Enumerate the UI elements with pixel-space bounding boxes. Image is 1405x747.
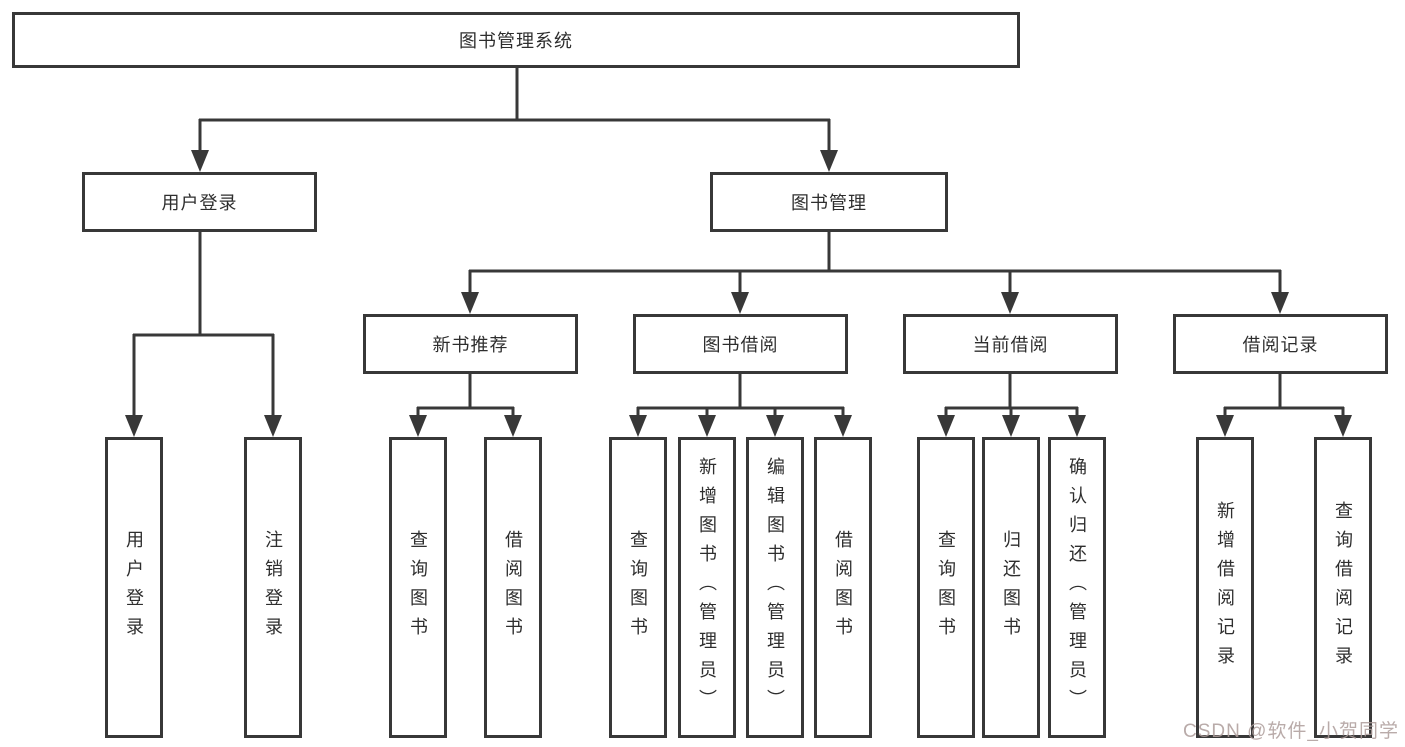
leaf-add-books-admin: 新增图书（管理员） xyxy=(678,437,736,738)
leaf-logout: 注销登录 xyxy=(244,437,302,738)
leaf-edit-books-admin: 编辑图书（管理员） xyxy=(746,437,804,738)
node-book-management: 图书管理 xyxy=(710,172,948,232)
node-borrow-records: 借阅记录 xyxy=(1173,314,1388,374)
node-new-book-recommend: 新书推荐 xyxy=(363,314,578,374)
leaf-recommend-query-books: 查询图书 xyxy=(389,437,447,738)
leaf-return-books: 归还图书 xyxy=(982,437,1040,738)
leaf-add-borrow-record: 新增借阅记录 xyxy=(1196,437,1254,738)
leaf-borrow-books: 借阅图书 xyxy=(814,437,872,738)
leaf-recommend-borrow-books: 借阅图书 xyxy=(484,437,542,738)
node-current-borrow: 当前借阅 xyxy=(903,314,1118,374)
node-book-borrow: 图书借阅 xyxy=(633,314,848,374)
node-user-login: 用户登录 xyxy=(82,172,317,232)
leaf-user-login: 用户登录 xyxy=(105,437,163,738)
leaf-confirm-return-admin: 确认归还（管理员） xyxy=(1048,437,1106,738)
leaf-current-query-books: 查询图书 xyxy=(917,437,975,738)
csdn-watermark: CSDN @软件_小贺同学 xyxy=(1183,721,1399,742)
leaf-query-borrow-record: 查询借阅记录 xyxy=(1314,437,1372,738)
node-root-system: 图书管理系统 xyxy=(12,12,1020,68)
leaf-borrow-query-books: 查询图书 xyxy=(609,437,667,738)
